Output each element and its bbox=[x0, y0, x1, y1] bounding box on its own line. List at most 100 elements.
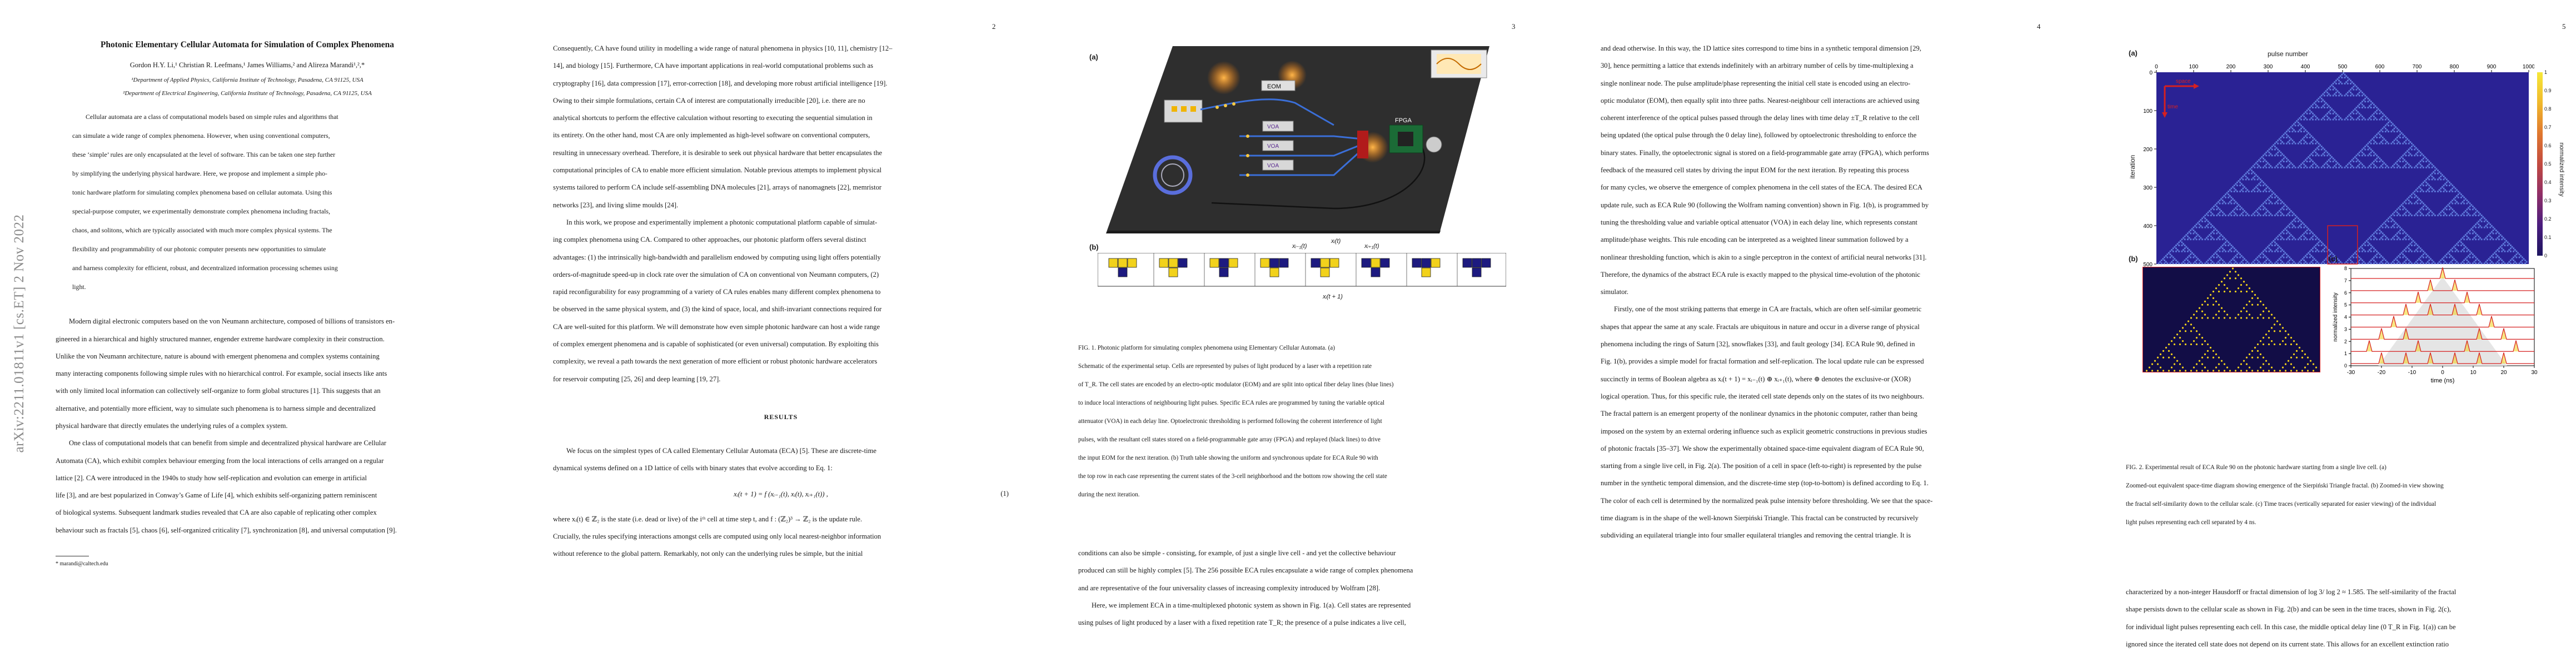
live-cell bbox=[2326, 163, 2329, 166]
live-cell bbox=[2479, 213, 2481, 215]
live-cell bbox=[2383, 222, 2385, 224]
live-cell bbox=[2353, 109, 2355, 112]
live-cell bbox=[2346, 163, 2349, 166]
live-cell bbox=[2312, 136, 2314, 138]
live-cell bbox=[2357, 87, 2359, 89]
author-list: Gordon H.Y. Li,¹ Christian R. Leefmans,¹… bbox=[129, 61, 365, 69]
live-cell bbox=[2480, 217, 2483, 220]
live-cell bbox=[2178, 250, 2180, 252]
live-cell bbox=[2318, 101, 2320, 103]
live-cell bbox=[2295, 356, 2298, 359]
live-cell bbox=[2229, 370, 2231, 372]
live-cell bbox=[2329, 256, 2331, 258]
live-cell bbox=[2195, 226, 2198, 228]
live-cell bbox=[2268, 259, 2270, 261]
live-cell bbox=[2245, 259, 2247, 261]
live-cell bbox=[2346, 82, 2349, 84]
live-cell bbox=[2402, 166, 2404, 168]
live-cell bbox=[2285, 215, 2288, 217]
live-cell bbox=[2443, 178, 2445, 181]
live-cell bbox=[2310, 237, 2313, 239]
live-cell bbox=[2231, 267, 2234, 270]
live-cell bbox=[2463, 238, 2465, 241]
live-cell bbox=[2205, 219, 2208, 221]
live-cell bbox=[2402, 157, 2404, 160]
live-cell bbox=[2216, 202, 2218, 205]
live-cell bbox=[2300, 125, 2303, 127]
live-cell bbox=[2402, 253, 2404, 256]
live-cell bbox=[2235, 249, 2237, 251]
live-cell bbox=[2445, 262, 2448, 265]
live-cell bbox=[2403, 135, 2405, 137]
live-cell bbox=[2226, 192, 2228, 194]
live-cell bbox=[2221, 238, 2224, 241]
live-cell bbox=[2482, 216, 2484, 218]
live-cell bbox=[2478, 220, 2480, 222]
live-cell bbox=[2380, 129, 2382, 131]
live-cell bbox=[2215, 287, 2218, 290]
live-cell bbox=[2376, 157, 2378, 160]
live-cell bbox=[2357, 249, 2359, 251]
live-cell bbox=[2228, 250, 2230, 252]
body-text: conditions can also be simple - consisti… bbox=[1078, 545, 1523, 631]
live-cell bbox=[2310, 261, 2313, 263]
live-cell bbox=[2425, 157, 2428, 160]
live-cell bbox=[2406, 138, 2409, 140]
live-cell bbox=[2386, 225, 2388, 227]
live-cell bbox=[2422, 205, 2424, 207]
live-cell bbox=[2437, 170, 2439, 172]
live-cell bbox=[2264, 183, 2266, 185]
live-cell bbox=[2393, 131, 2395, 133]
live-cell bbox=[2304, 255, 2306, 257]
live-cell bbox=[2323, 259, 2325, 261]
live-cell bbox=[2328, 261, 2330, 263]
live-cell bbox=[2430, 258, 2431, 260]
live-cell bbox=[2309, 238, 2311, 241]
live-cell bbox=[2422, 190, 2424, 192]
live-cell bbox=[2271, 155, 2273, 157]
live-cell bbox=[2450, 261, 2452, 263]
live-cell bbox=[2245, 310, 2248, 312]
equation-1: xᵢ(t + 1) = f (xᵢ₋₁(t), xᵢ(t), xᵢ₊₁(t)) … bbox=[553, 490, 1009, 499]
live-cell bbox=[2274, 166, 2276, 168]
live-cell bbox=[2291, 226, 2294, 228]
fiber-line bbox=[1239, 143, 1362, 157]
live-cell bbox=[2488, 222, 2490, 224]
live-cell bbox=[2304, 165, 2306, 167]
live-cell bbox=[2400, 156, 2403, 158]
live-cell bbox=[2287, 261, 2289, 263]
live-cell bbox=[2456, 213, 2458, 215]
live-cell bbox=[2425, 190, 2428, 192]
live-cell bbox=[2303, 163, 2305, 166]
live-cell bbox=[2297, 217, 2299, 220]
live-cell bbox=[2290, 337, 2293, 339]
live-cell bbox=[2284, 132, 2286, 134]
top-tick-label: 100 bbox=[2189, 64, 2199, 70]
live-cell bbox=[2191, 252, 2193, 254]
live-cell bbox=[2326, 94, 2329, 97]
live-cell bbox=[2245, 290, 2248, 293]
live-cell bbox=[2346, 259, 2349, 261]
live-cell bbox=[2220, 258, 2223, 260]
live-cell bbox=[2303, 161, 2305, 163]
text-line: Crucially, the rules specifying interact… bbox=[553, 532, 881, 540]
live-cell bbox=[2233, 190, 2235, 192]
live-cell bbox=[2226, 287, 2229, 290]
live-cell bbox=[2183, 261, 2185, 263]
live-cell bbox=[2301, 162, 2304, 164]
live-cell bbox=[2256, 178, 2259, 181]
live-cell bbox=[2431, 259, 2433, 261]
live-cell bbox=[2329, 157, 2331, 160]
live-cell bbox=[2355, 256, 2358, 258]
live-cell bbox=[2367, 97, 2369, 99]
live-cell bbox=[2355, 106, 2358, 108]
colorbar-label: normalized intensity bbox=[2558, 142, 2565, 197]
live-cell bbox=[2490, 231, 2493, 233]
live-cell bbox=[2498, 235, 2500, 237]
live-cell bbox=[2411, 241, 2413, 243]
live-cell bbox=[2440, 178, 2442, 181]
live-cell bbox=[2174, 258, 2176, 260]
live-cell bbox=[2223, 261, 2225, 263]
live-cell bbox=[2334, 111, 2336, 113]
live-cell bbox=[2220, 360, 2223, 362]
